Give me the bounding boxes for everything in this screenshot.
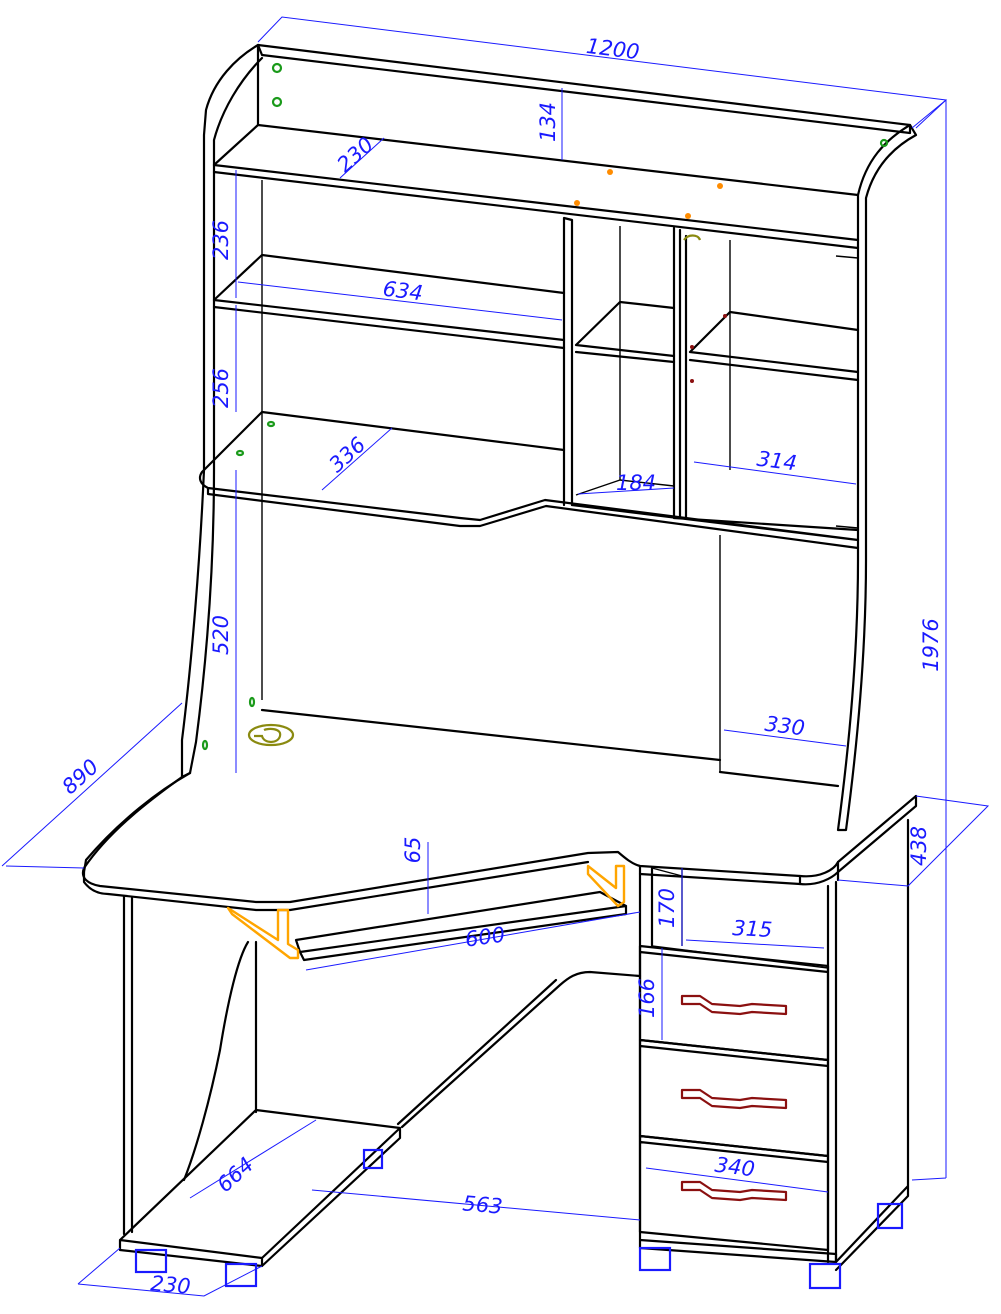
shelf-left-1 — [212, 253, 566, 350]
drawer-3 — [638, 1134, 830, 1252]
hutch-back-panel — [261, 180, 721, 772]
dimension-label-overall-height: 1976 — [919, 618, 943, 671]
cable-grommet-inner — [254, 727, 282, 744]
handle-drawer-3 — [680, 1180, 788, 1202]
fastener-dot — [690, 379, 694, 383]
foot-2 — [224, 1262, 258, 1288]
bracket-right — [586, 864, 626, 908]
shelf-right — [688, 310, 860, 382]
fastener — [271, 96, 283, 108]
dimension-label-overall-width: 1200 — [585, 34, 641, 64]
dimension-label-desk-left-depth: 890 — [57, 754, 103, 799]
fastener-dot — [717, 183, 723, 189]
desktop-front-edge — [82, 794, 918, 912]
dimension-label-pedestal-depth: 438 — [907, 826, 931, 866]
desktop-right-front — [798, 860, 840, 886]
dimension-label-right-panel-width: 330 — [763, 712, 806, 741]
hutch — [180, 43, 918, 832]
fastener — [235, 449, 245, 457]
dimension-label-hutch-leg-height: 520 — [209, 615, 233, 655]
hutch-left-side-panel — [180, 43, 264, 779]
foot-4 — [808, 1262, 842, 1290]
hutch-right-compartment — [619, 226, 859, 540]
feet — [134, 1148, 904, 1290]
dimension-label-upper-shelf-gap: 236 — [209, 220, 233, 260]
footrest — [118, 1108, 402, 1268]
dimension-label-niche-width-lower: 315 — [732, 916, 773, 942]
foot-1 — [134, 1248, 168, 1274]
dimension-label-hutch-base-depth: 336 — [324, 432, 370, 477]
grommet-small — [683, 234, 702, 241]
dimension-label-footrest-length: 664 — [212, 1152, 258, 1197]
desk-left-leg — [122, 894, 258, 1236]
fastener — [266, 420, 276, 428]
foot-5 — [876, 1202, 904, 1230]
bracket-left — [226, 906, 300, 960]
foot-3 — [638, 1246, 672, 1272]
hutch-base-shelf — [198, 410, 860, 550]
dimension-label-drawer-height: 166 — [635, 978, 659, 1018]
keyboard-shelf — [294, 890, 628, 962]
dimension-label-middle-shelf-gap: 256 — [209, 368, 233, 408]
dimension-label-top-shelf-height: 134 — [536, 102, 560, 142]
cable-grommet — [247, 723, 295, 747]
fastener — [271, 62, 283, 74]
fastener-dot — [607, 169, 613, 175]
dimension-lines — [1, 16, 990, 1297]
fastener — [879, 138, 889, 148]
fastener-dot — [723, 314, 727, 318]
hutch-partition-middle — [672, 226, 688, 520]
dimension-label-shelf-width: 634 — [381, 277, 424, 306]
hutch-niche-base — [575, 479, 675, 496]
dimension-label-right-section-width: 314 — [755, 447, 798, 476]
pedestal-side — [826, 818, 910, 1272]
hutch-right-side-panel — [836, 123, 918, 832]
shelf-niche — [574, 300, 676, 364]
hutch-partition-left — [562, 216, 574, 507]
fastener-dot — [574, 200, 580, 206]
dimension-label-drawer-width: 340 — [713, 1153, 756, 1182]
top-shelf — [212, 53, 860, 250]
dimension-label-base-length: 563 — [462, 1191, 504, 1218]
desktop-top — [81, 775, 918, 904]
desk-back-support — [396, 970, 642, 1129]
handle-drawer-1 — [680, 994, 788, 1016]
hutch-top-board — [256, 43, 912, 135]
drawer-handles — [680, 994, 788, 1202]
dimension-label-footrest-depth: 230 — [150, 1271, 192, 1298]
fastener-dot — [690, 345, 694, 349]
dimension-label-niche-width: 184 — [616, 471, 656, 495]
dimension-label-keyboard-gap: 65 — [401, 837, 425, 864]
fastener — [248, 696, 256, 708]
handle-drawer-2 — [680, 1088, 788, 1110]
dimension-label-keyboard-width: 600 — [464, 922, 507, 951]
foot-6 — [362, 1148, 384, 1170]
desk — [81, 708, 918, 1272]
dimension-label-niche-height: 170 — [655, 888, 679, 928]
fastener-dot — [685, 213, 691, 219]
fasteners — [201, 62, 889, 751]
keyboard-brackets — [226, 864, 626, 960]
fastener — [201, 739, 209, 751]
